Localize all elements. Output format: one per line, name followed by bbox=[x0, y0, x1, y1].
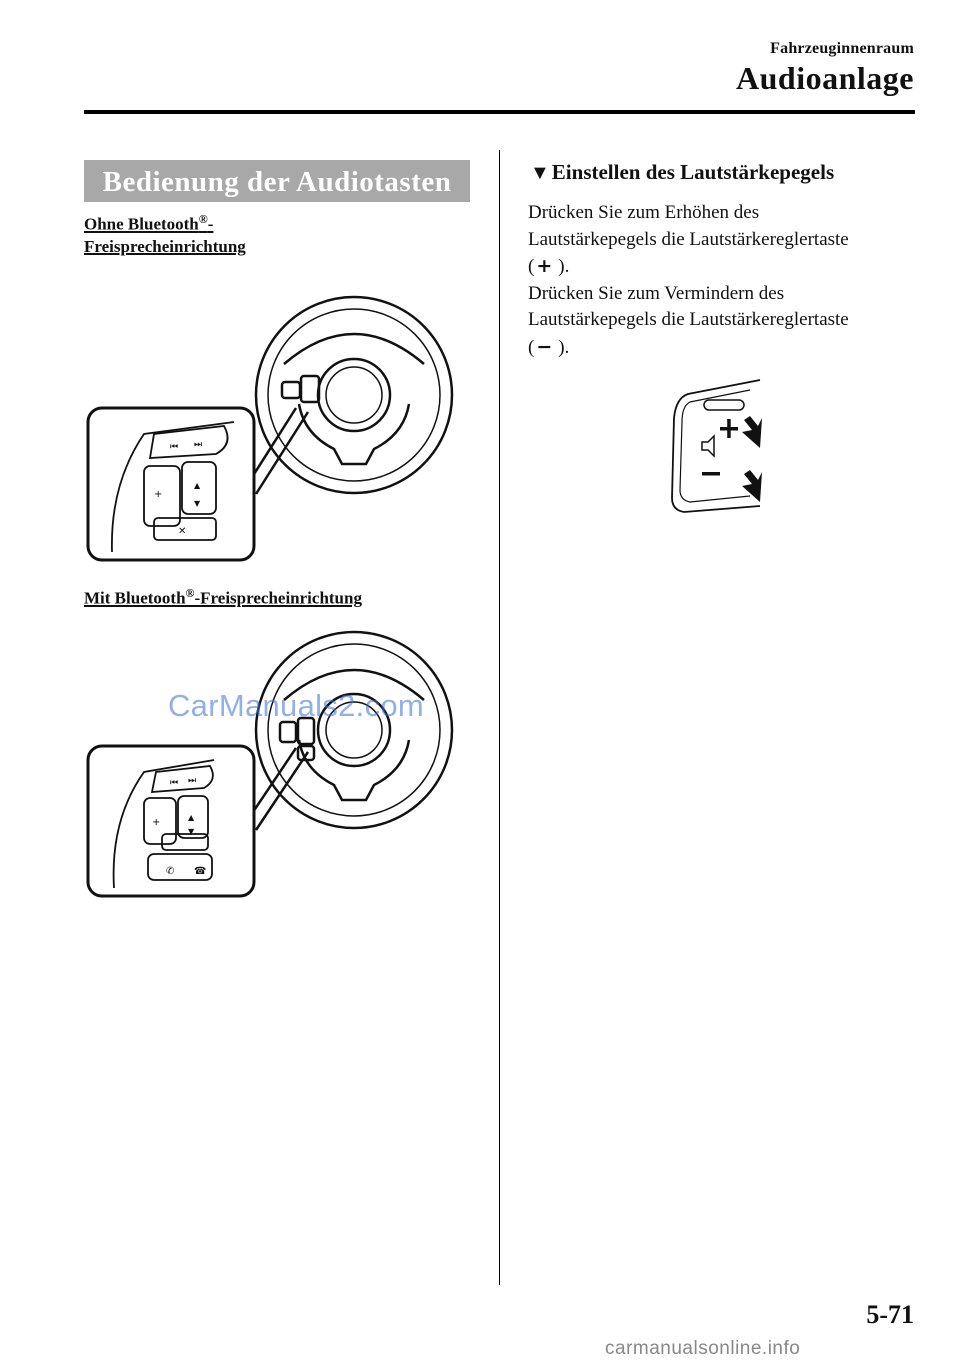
svg-text:⏭: ⏭ bbox=[194, 440, 202, 450]
svg-text:▲: ▲ bbox=[194, 481, 201, 490]
svg-text:▲: ▲ bbox=[188, 813, 195, 822]
page-number: 5-71 bbox=[866, 1300, 914, 1329]
minus-symbol-icon: − bbox=[536, 335, 553, 358]
steering-wheel-figure-without-bluetooth: ⏮ ⏭ + ▲ ▼ ✕ bbox=[86, 295, 454, 562]
svg-text:⏮: ⏮ bbox=[170, 778, 178, 788]
subheading-without-bluetooth: Ohne Bluetooth®- Freisprecheinrichtung bbox=[84, 212, 246, 256]
svg-text:☎: ☎ bbox=[194, 866, 206, 877]
svg-text:▼: ▼ bbox=[188, 827, 195, 836]
svg-text:✆: ✆ bbox=[166, 866, 174, 877]
section-title: Audioanlage bbox=[736, 60, 914, 96]
chapter-title: Fahrzeuginnenraum bbox=[770, 40, 914, 57]
section-banner: Bedienung der Audiotasten bbox=[84, 160, 470, 202]
svg-text:▼: ▼ bbox=[194, 499, 201, 508]
plus-symbol-icon: + bbox=[536, 255, 553, 277]
watermark-carmanuals2: CarManuals2.com bbox=[168, 688, 425, 723]
instruction-text: Drücken Sie zum Erhöhen des Lautstärkepe… bbox=[528, 202, 849, 358]
column-divider bbox=[499, 150, 500, 1285]
subheading-with-bluetooth: Mit Bluetooth®-Freisprecheinrichtung bbox=[84, 586, 362, 608]
steering-wheel-figure-with-bluetooth: ⏮ ⏭ + ▲ ▼ ✆ ☎ bbox=[86, 630, 454, 898]
triangle-marker-icon: ▼ bbox=[530, 162, 550, 184]
svg-text:⏮: ⏮ bbox=[170, 442, 178, 452]
svg-text:+: + bbox=[154, 489, 162, 500]
svg-text:+: + bbox=[152, 817, 160, 828]
volume-switch-figure bbox=[671, 379, 762, 513]
footer-watermark: carmanualsonline.info bbox=[605, 1338, 801, 1359]
svg-text:⏭: ⏭ bbox=[188, 776, 196, 786]
subsection-heading: ▼Einstellen des Lautstärkepegels bbox=[530, 160, 835, 184]
header-rule bbox=[84, 110, 915, 114]
svg-text:✕: ✕ bbox=[178, 526, 186, 537]
